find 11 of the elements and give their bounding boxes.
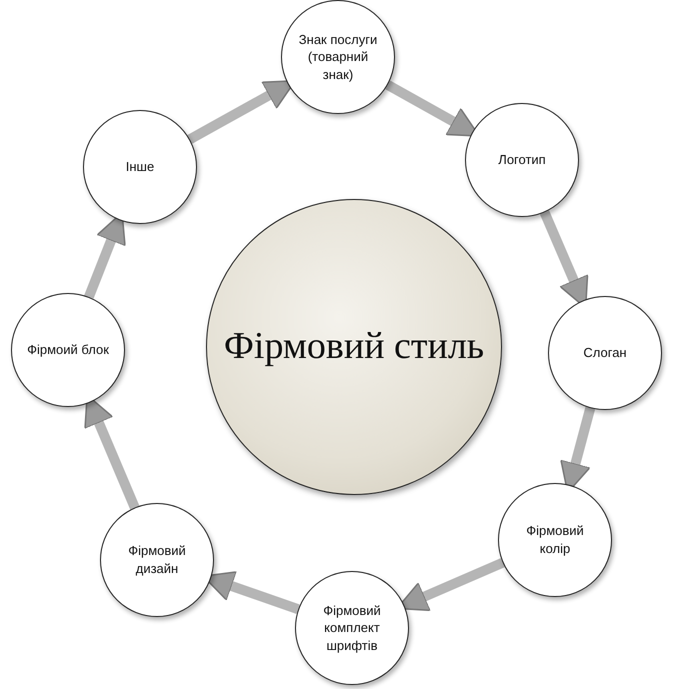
circle-label: Фірмовий дизайн xyxy=(127,542,187,578)
circle-label: Слоган xyxy=(582,344,628,362)
topic-circle xyxy=(281,0,395,114)
circle-label: Логотип xyxy=(497,151,547,169)
circle-label: Фірмовий колір xyxy=(525,522,585,558)
circle-label: Фірмовий комплект шрифтів xyxy=(322,602,382,654)
circle-label: Фірмоий блок xyxy=(26,341,110,359)
circle-label: Інше xyxy=(124,158,156,176)
topic-circle xyxy=(465,103,579,217)
circle-label: Знак послуги (товарний знак) xyxy=(298,30,378,84)
circle-label: Фірмовий стиль xyxy=(222,324,486,370)
